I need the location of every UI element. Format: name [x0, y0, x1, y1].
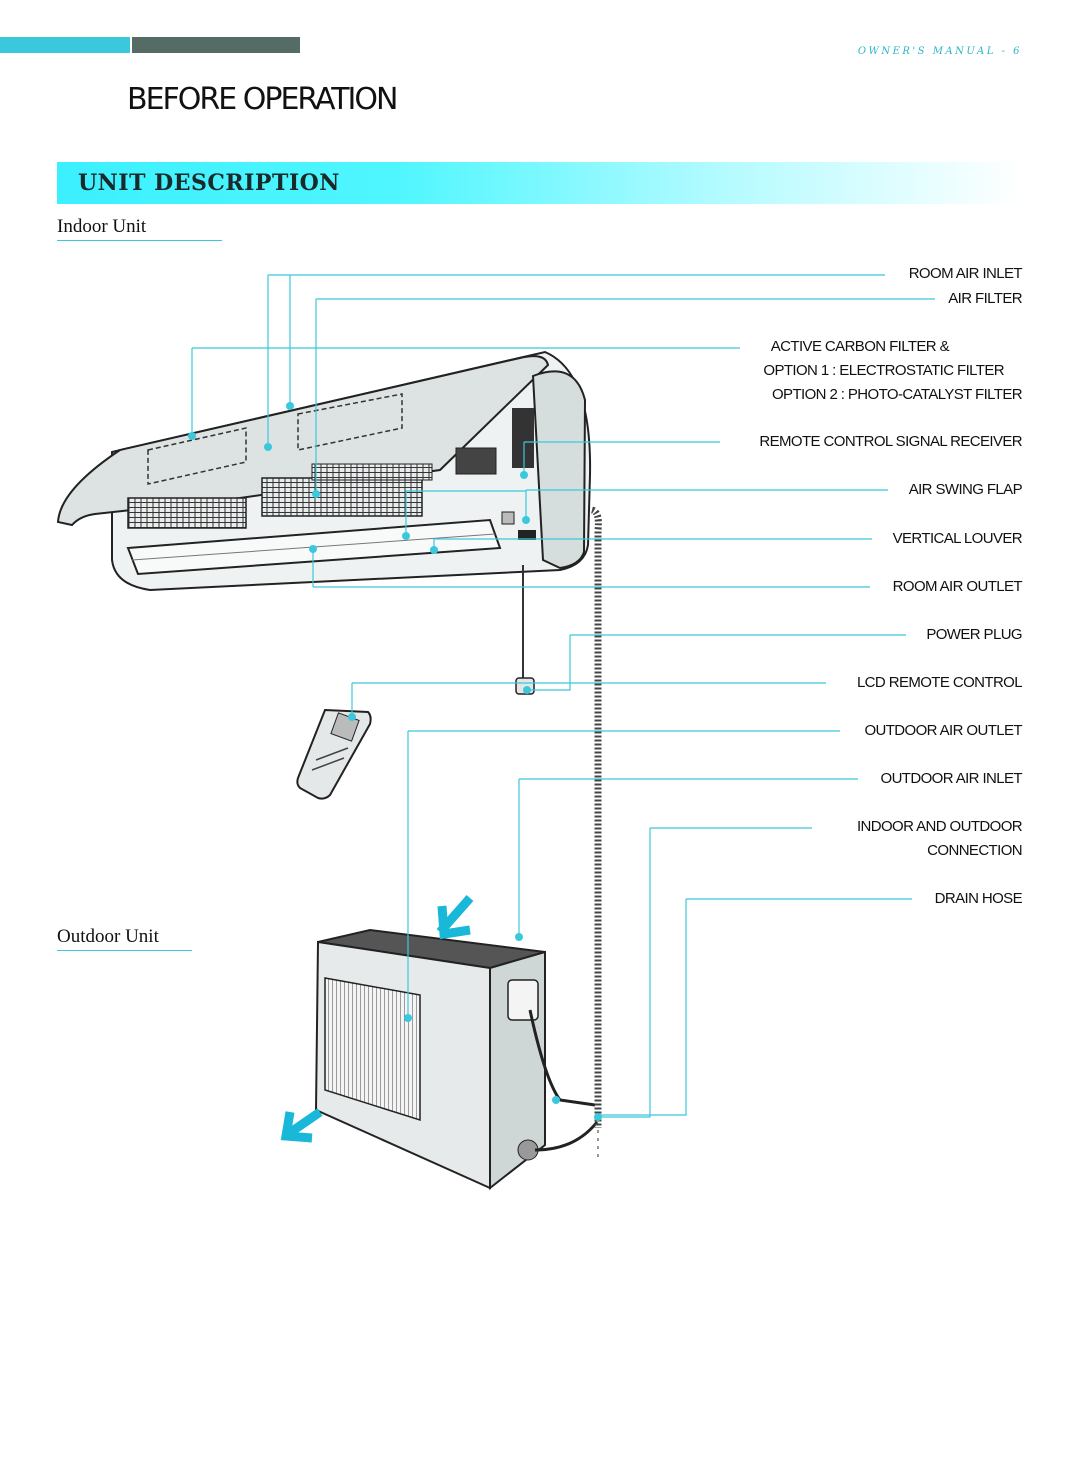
header-dark-bar [132, 37, 300, 53]
header-accent-bar [0, 37, 130, 53]
label-outdoor-air-inlet: OUTDOOR AIR INLET [880, 770, 1023, 787]
leader-lines [191, 274, 935, 1118]
label-option2-filter: OPTION 2 : PHOTO-CATALYST FILTER [771, 386, 1023, 403]
label-remote-receiver: REMOTE CONTROL SIGNAL RECEIVER [759, 433, 1022, 450]
outdoor-unit-illustration [314, 928, 599, 1191]
label-air-swing-flap: AIR SWING FLAP [908, 481, 1023, 498]
label-option1-filter: OPTION 1 : ELECTROSTATIC FILTER [763, 362, 1004, 379]
outdoor-unit-title: Outdoor Unit [57, 926, 159, 947]
manual-page-reference: OWNER'S MANUAL - 6 [857, 46, 1022, 57]
label-power-plug: POWER PLUG [926, 626, 1022, 643]
indoor-unit-illustration [56, 350, 592, 695]
label-outdoor-air-outlet: OUTDOOR AIR OUTLET [864, 722, 1022, 739]
label-vertical-louver: VERTICAL LOUVER [892, 530, 1023, 547]
label-air-filter: AIR FILTER [948, 290, 1022, 307]
outdoor-unit-underline [57, 950, 192, 951]
label-drain-hose: DRAIN HOSE [934, 890, 1023, 907]
label-room-air-inlet: ROOM AIR INLET [908, 265, 1023, 282]
label-connection-line2: CONNECTION [927, 842, 1022, 859]
indoor-unit-title: Indoor Unit [57, 216, 147, 237]
leader-dots [188, 402, 602, 1121]
indoor-unit-underline [57, 240, 222, 241]
page-title: BEFORE OPERATION [127, 82, 398, 117]
label-active-carbon-filter: ACTIVE CARBON FILTER & [770, 338, 950, 355]
section-band [57, 162, 1022, 204]
label-room-air-outlet: ROOM AIR OUTLET [892, 578, 1023, 595]
label-connection-line1: INDOOR AND OUTDOOR [856, 818, 1023, 835]
label-lcd-remote: LCD REMOTE CONTROL [856, 674, 1023, 691]
lcd-remote-illustration [296, 708, 372, 800]
section-title: UNIT DESCRIPTION [78, 170, 340, 196]
